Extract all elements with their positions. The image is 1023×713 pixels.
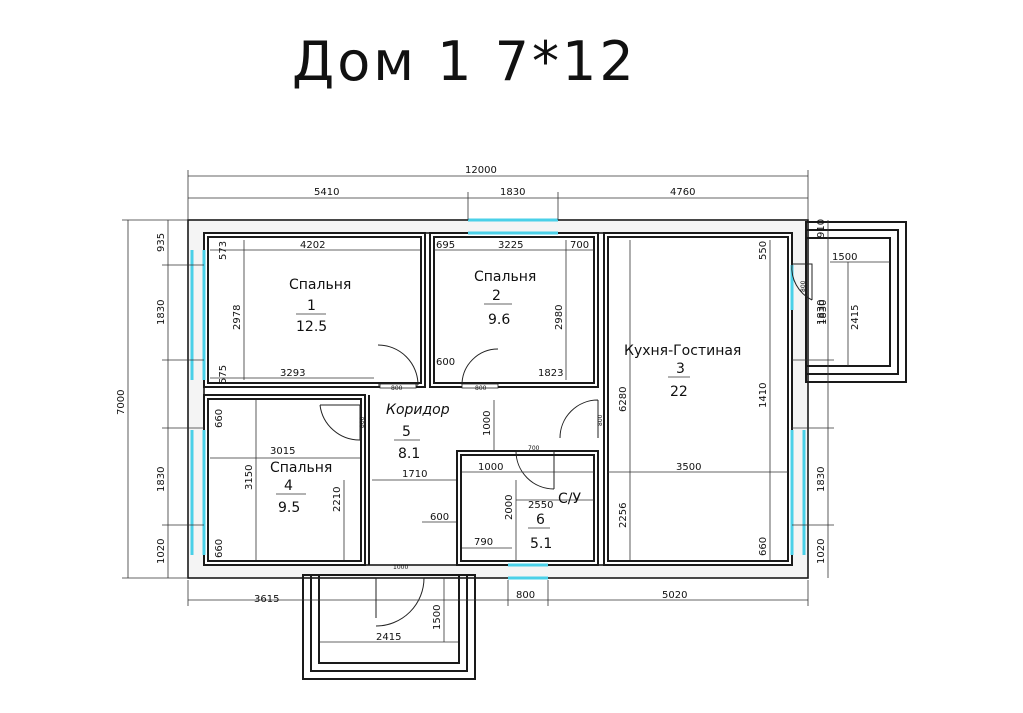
dim-dims-terr_s: 1830 — [818, 300, 829, 325]
room-6-label: С/У 6 5.1 — [528, 491, 581, 552]
dimension-lines — [122, 170, 890, 643]
dim-dims-r3_h: 6280 — [618, 387, 629, 412]
dim-rooms-0-area: 12.5 — [296, 319, 327, 335]
dim-dims-r2_r: 700 — [570, 240, 589, 251]
dim-rooms-4-name: Коридор — [386, 402, 450, 418]
room-4-label: Спальня 4 9.5 — [270, 460, 332, 516]
doors — [319, 263, 813, 627]
dim-dims-porch_w: 2415 — [376, 632, 401, 643]
dim-rooms-4-area: 8.1 — [398, 446, 420, 462]
dim-dims-r5_w: 1710 — [402, 469, 427, 480]
dim-dims-porch_h: 1500 — [432, 605, 443, 630]
room-2-label: Спальня 2 9.6 — [474, 269, 536, 328]
dim-dims-r2_l: 695 — [436, 240, 455, 251]
dim-dims-r6_h: 2000 — [504, 495, 515, 520]
dim-dims-top_a: 5410 — [314, 187, 339, 198]
dim-dims-left_c: 1830 — [156, 467, 167, 492]
dim-dims-terr_h: 2415 — [850, 305, 861, 330]
dim-rooms-5-num: 6 — [536, 512, 545, 528]
windows — [190, 218, 806, 580]
dim-dims-r4_b: 660 — [214, 539, 225, 558]
dim-dims-r6_a: 2550 — [528, 500, 553, 511]
dim-dims-r6_w: 1000 — [478, 462, 503, 473]
dim-total-width: 12000 — [465, 165, 497, 176]
dim-dims-terr_w: 1500 — [832, 252, 857, 263]
dim-dims-r1_t1: 573 — [218, 241, 229, 260]
door-labels: 800 800 800 700 1000 800 800 — [359, 280, 807, 571]
dim-dims-r4_in: 2210 — [332, 487, 343, 512]
dim-rooms-3-num: 4 — [284, 478, 293, 494]
dim-dims-total_h: 7000 — [116, 390, 127, 415]
dim-dims-r2_d: 600 — [436, 357, 455, 368]
dim-dims-left_b: 1830 — [156, 300, 167, 325]
dim-rooms-0-name: Спальня — [289, 277, 351, 293]
dim-dims-door_g: 800 — [800, 280, 807, 292]
dim-dims-door_b: 800 — [475, 385, 487, 392]
dim-dims-top_c: 4760 — [670, 187, 695, 198]
room-3-label: Кухня-Гостиная 3 22 — [624, 343, 741, 400]
dim-dims-left_d: 1020 — [156, 539, 167, 564]
interior-walls — [203, 232, 793, 566]
porch — [302, 574, 476, 680]
dim-dims-door_e: 1000 — [393, 564, 408, 571]
dim-rooms-0-num: 1 — [307, 298, 316, 314]
dim-rooms-1-area: 9.6 — [488, 312, 510, 328]
dim-rooms-1-name: Спальня — [474, 269, 536, 285]
dim-dims-r3_bot: 660 — [758, 537, 769, 556]
dim-dims-left_a: 935 — [156, 233, 167, 252]
dimension-labels: 12000 5410 1830 4760 7000 935 1830 1830 … — [116, 165, 861, 643]
dim-rooms-5-area: 5.1 — [530, 536, 552, 552]
dim-dims-r5_h: 1000 — [482, 411, 493, 436]
dim-dims-r4_w: 3015 — [270, 446, 295, 457]
dim-dims-right_d: 1020 — [816, 539, 827, 564]
dim-dims-r3_w: 3500 — [676, 462, 701, 473]
dim-dims-right_a: 910 — [816, 219, 827, 238]
dim-rooms-3-name: Спальня — [270, 460, 332, 476]
dim-dims-door_d: 700 — [528, 445, 540, 452]
dim-rooms-3-area: 9.5 — [278, 500, 300, 516]
dim-dims-r1_h: 2978 — [232, 305, 243, 330]
dim-dims-r6_b: 790 — [474, 537, 493, 548]
dim-rooms-4-num: 5 — [402, 424, 411, 440]
dim-rooms-2-area: 22 — [670, 384, 688, 400]
dim-rooms-5-name: С/У — [558, 491, 581, 507]
dim-rooms-1-num: 2 — [492, 288, 501, 304]
room-1-label: Спальня 1 12.5 — [289, 277, 351, 335]
dim-dims-top_b: 1830 — [500, 187, 525, 198]
dim-dims-r2_h: 2980 — [554, 305, 565, 330]
dim-dims-r3_m: 1410 — [758, 383, 769, 408]
dim-dims-r4_h: 3150 — [244, 465, 255, 490]
dim-dims-bot_b: 800 — [516, 590, 535, 601]
dim-dims-r2_w: 3225 — [498, 240, 523, 251]
dim-dims-r3_t: 550 — [758, 241, 769, 260]
dim-dims-door_c: 800 — [359, 416, 366, 428]
dim-dims-r5_d: 600 — [430, 512, 449, 523]
dim-dims-r1_b: 3293 — [280, 368, 305, 379]
dim-dims-r4_t: 660 — [214, 409, 225, 428]
dim-dims-bot_c: 5020 — [662, 590, 687, 601]
dim-dims-right_c: 1830 — [816, 467, 827, 492]
dim-dims-door_f: 800 — [597, 414, 604, 426]
dim-rooms-2-num: 3 — [676, 361, 685, 377]
dim-rooms-2-name: Кухня-Гостиная — [624, 343, 741, 359]
dim-dims-right_b: 1830 — [816, 300, 827, 325]
plan-title: Дом 1 7*12 — [292, 30, 637, 93]
outer-walls — [187, 219, 809, 579]
dim-dims-bot_a: 3615 — [254, 594, 279, 605]
dim-dims-door_a: 800 — [391, 385, 403, 392]
dim-dims-r1_w: 4202 — [300, 240, 325, 251]
room-5-label: Коридор 5 8.1 — [386, 402, 450, 462]
dim-dims-r3_b: 2256 — [618, 503, 629, 528]
dim-dims-r2_b: 1823 — [538, 368, 563, 379]
dim-dims-r1_t2: 575 — [218, 365, 229, 384]
